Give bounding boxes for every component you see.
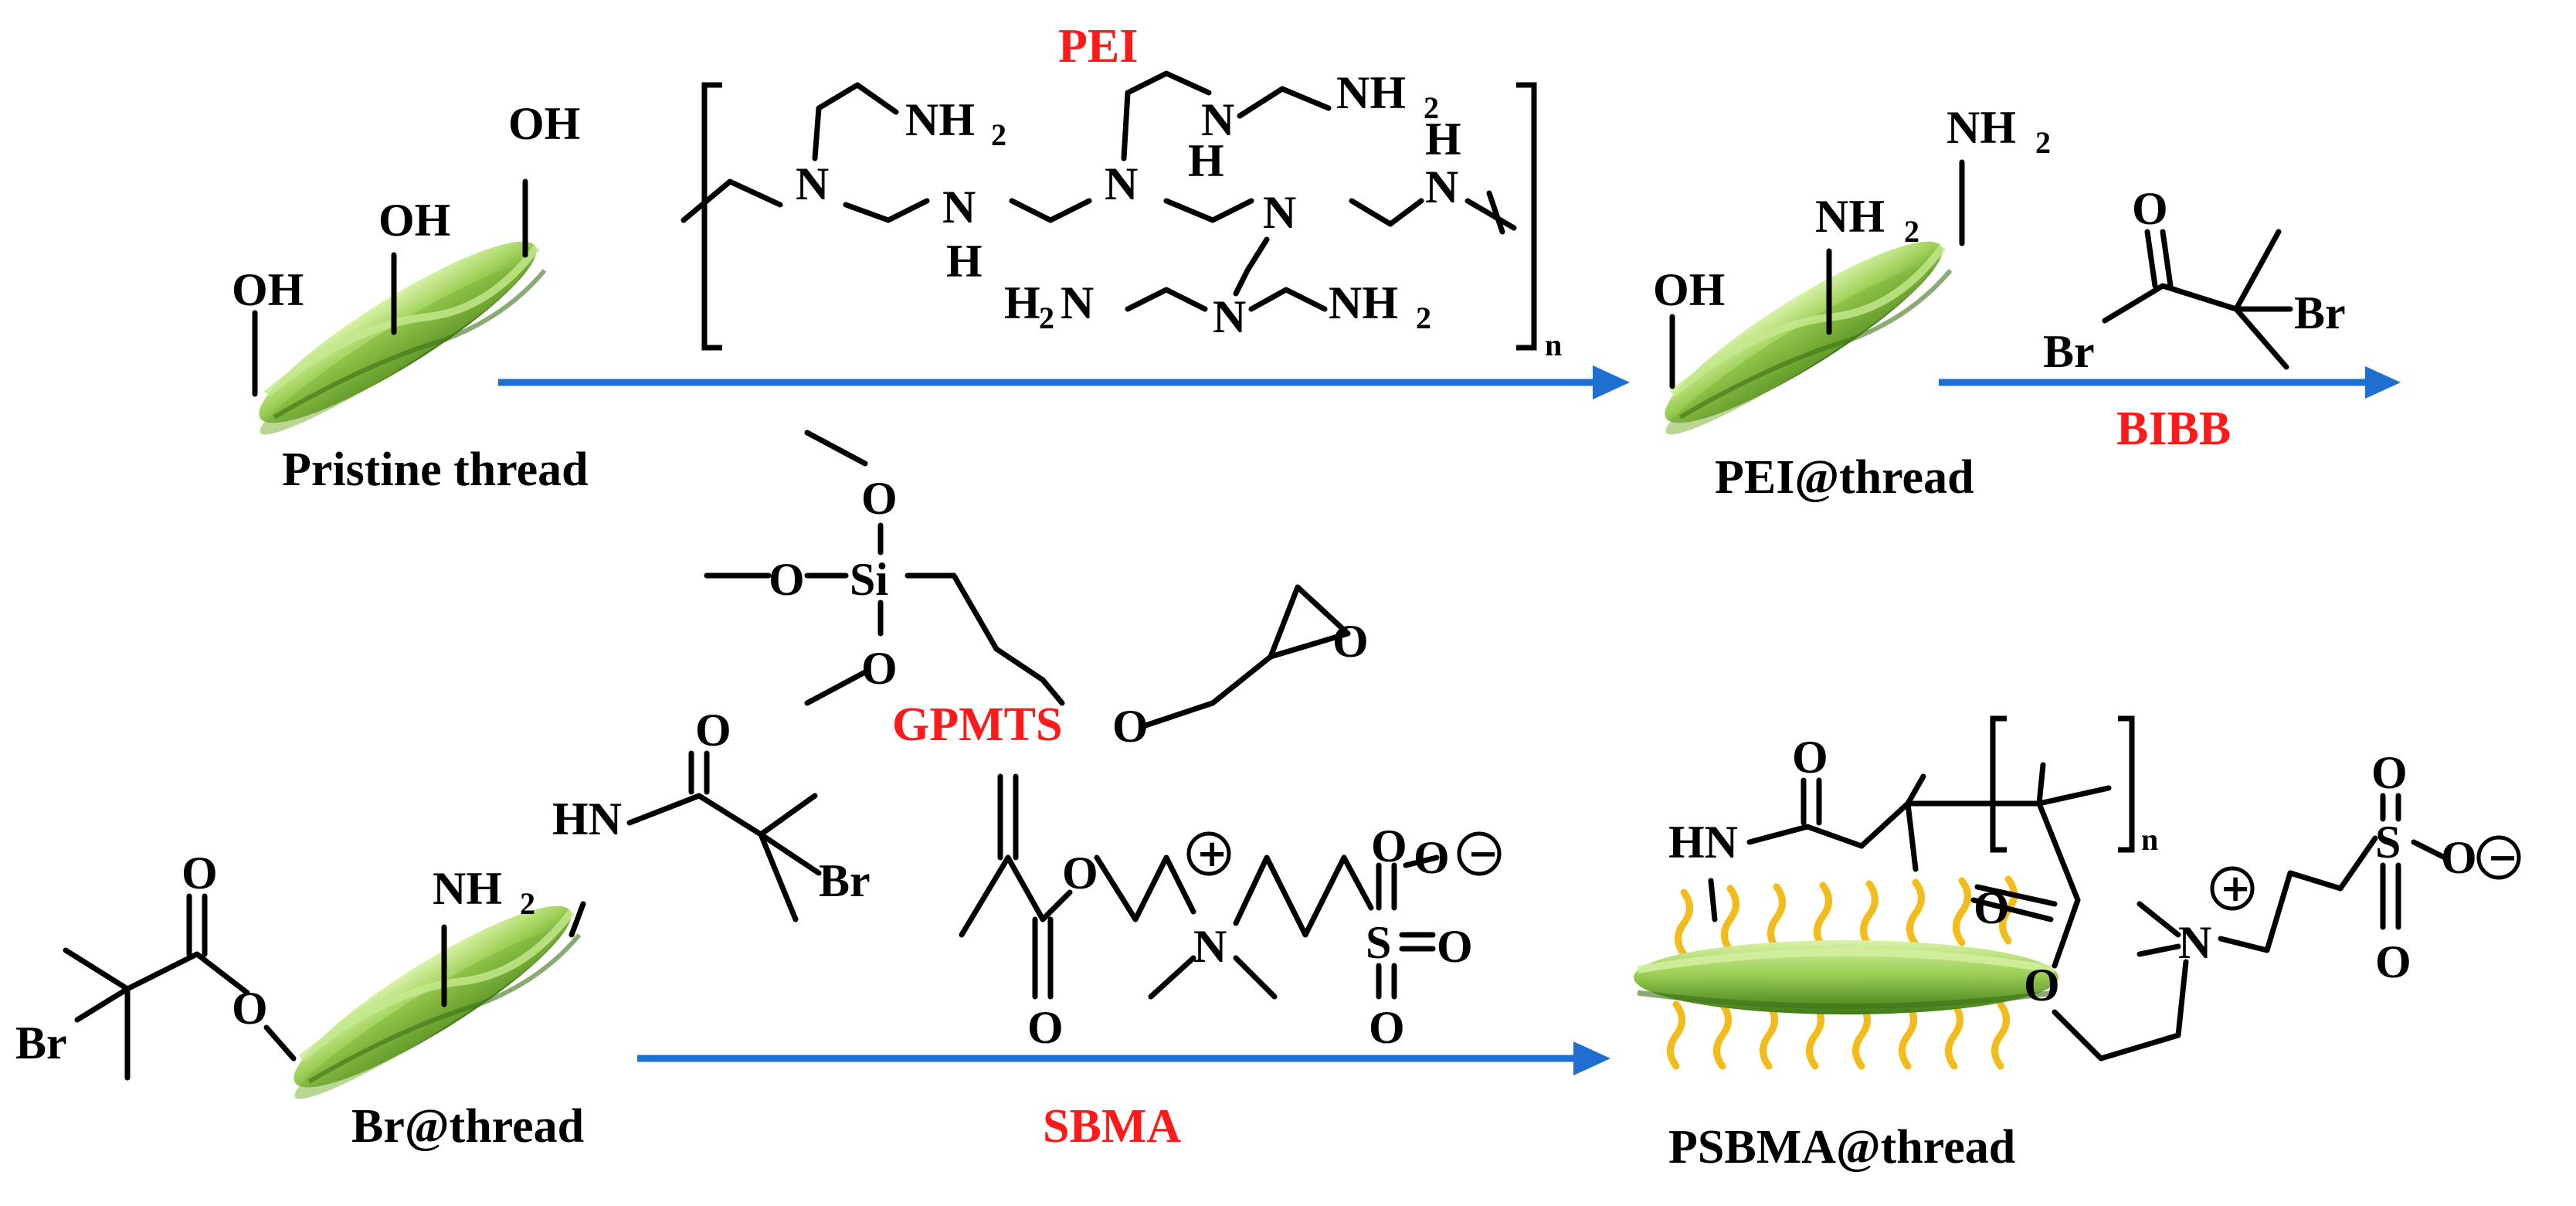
br-thread-o-1: O (232, 983, 268, 1034)
br-thread: O O Br NH 2 HN O Br Br@thread (15, 705, 871, 1153)
pei-h-2: H (1425, 114, 1461, 165)
pei-n-1: N (796, 158, 829, 209)
pristine-thread: OH OH OH Pristine thread (232, 98, 589, 496)
svg-text:2: 2 (1904, 214, 1919, 249)
gpmts-label: GPMTS (892, 698, 1062, 751)
br-thread-label: Br@thread (351, 1100, 584, 1153)
bibb-o: O (2132, 183, 2168, 234)
gpmts-o-3: O (861, 643, 898, 694)
sbma-o-2: O (1062, 848, 1098, 899)
psbma-n: N (2178, 917, 2211, 968)
svg-text:2: 2 (1424, 90, 1439, 125)
pei-nh-1: N (942, 182, 976, 233)
gpmts-o-2: O (769, 554, 805, 605)
br-thread-br-1: Br (15, 1017, 67, 1068)
psbma-thread: HN O n O O N + S O O O (1634, 715, 2521, 1174)
pei-n-3: N (1263, 187, 1296, 238)
psbma-plus: + (2220, 867, 2251, 910)
psbma-hn: HN (1668, 817, 1738, 868)
pristine-thread-label: Pristine thread (282, 443, 589, 496)
pei-repeat-n: n (1545, 328, 1562, 362)
sbma-o-1: O (1027, 1002, 1064, 1053)
oh-label-3: OH (508, 98, 580, 149)
gpmts-structure: O O Si O O O GPMTS (704, 430, 1369, 752)
svg-text:2: 2 (991, 117, 1006, 152)
sbma-o-4: O (1437, 921, 1473, 972)
br-thread-nh2: NH (433, 863, 502, 914)
gpmts-si: Si (850, 554, 888, 605)
pei-h-3: H (1188, 135, 1224, 186)
svg-text:2: 2 (520, 886, 535, 921)
svg-text:2: 2 (2035, 125, 2051, 160)
bibb-label: BIBB (2116, 403, 2231, 455)
pei-n-2: N (1105, 158, 1138, 209)
gpmts-o-5: O (1332, 616, 1369, 667)
psbma-o-6: O (2441, 832, 2477, 883)
pei-n-4: N (1201, 94, 1234, 145)
psbma-thread-label: PSBMA@thread (1668, 1121, 2015, 1174)
sbma-o-3: O (1371, 820, 1407, 871)
pei-thread: OH NH 2 NH 2 PEI@thread (1648, 102, 2051, 504)
arrow-sbma: SBMA (637, 1041, 1610, 1153)
pei-nh2-3: NH (1329, 277, 1398, 328)
pei-thread-nh2-2: NH (1946, 102, 2016, 153)
psbma-s: S (2375, 817, 2401, 868)
pei-structure: PEI n N N H N N N H NH 2 N NH 2 H N (680, 20, 1562, 362)
sbma-s: S (1366, 917, 1391, 968)
bibb-br-2: Br (2294, 287, 2346, 338)
br-thread-o-2: O (182, 848, 218, 899)
bibb-structure: O Br Br BIBB (1939, 183, 2401, 455)
psbma-o-2: O (1974, 882, 2010, 933)
sbma-o-5: O (1369, 1002, 1405, 1053)
psbma-o-4: O (2371, 747, 2408, 798)
sbma-n: N (1193, 921, 1227, 972)
arrow-pei (498, 365, 1630, 399)
svg-text:2: 2 (1039, 301, 1054, 335)
gpmts-o-1: O (861, 473, 898, 524)
pei-h2n: H (1004, 277, 1040, 328)
pei-nh2-1: NH (905, 94, 975, 145)
sbma-plus: + (1196, 832, 1227, 875)
br-thread-hn: HN (552, 793, 622, 844)
psbma-o-5: O (2375, 936, 2411, 987)
sbma-label: SBMA (1043, 1100, 1181, 1153)
pei-h-1: H (946, 236, 983, 287)
pei-nh-2: N (1425, 161, 1458, 212)
svg-text:N: N (1061, 277, 1094, 328)
br-thread-o-3: O (695, 705, 731, 756)
br-thread-br-2: Br (819, 855, 871, 906)
pei-nh2-2: NH (1336, 67, 1406, 118)
sbma-structure: O O N + S O O O O − (959, 773, 1502, 1053)
sbma-minus: − (1468, 832, 1498, 875)
psbma-o-1: O (1792, 732, 1828, 783)
psbma-repeat-n: n (2141, 822, 2158, 857)
pei-thread-label: PEI@thread (1715, 451, 1974, 504)
pei-thread-oh: OH (1653, 264, 1725, 315)
sbma-o-6: O (1414, 832, 1450, 883)
psbma-o-3: O (2024, 960, 2060, 1011)
bibb-br-1: Br (2043, 326, 2095, 377)
oh-label-2: OH (378, 195, 450, 246)
pei-label: PEI (1058, 20, 1138, 73)
pei-n-5: N (1213, 291, 1246, 342)
psbma-minus: − (2487, 836, 2518, 879)
pei-thread-nh2-1: NH (1815, 191, 1885, 242)
oh-label-1: OH (232, 264, 304, 315)
svg-text:2: 2 (1416, 301, 1431, 335)
